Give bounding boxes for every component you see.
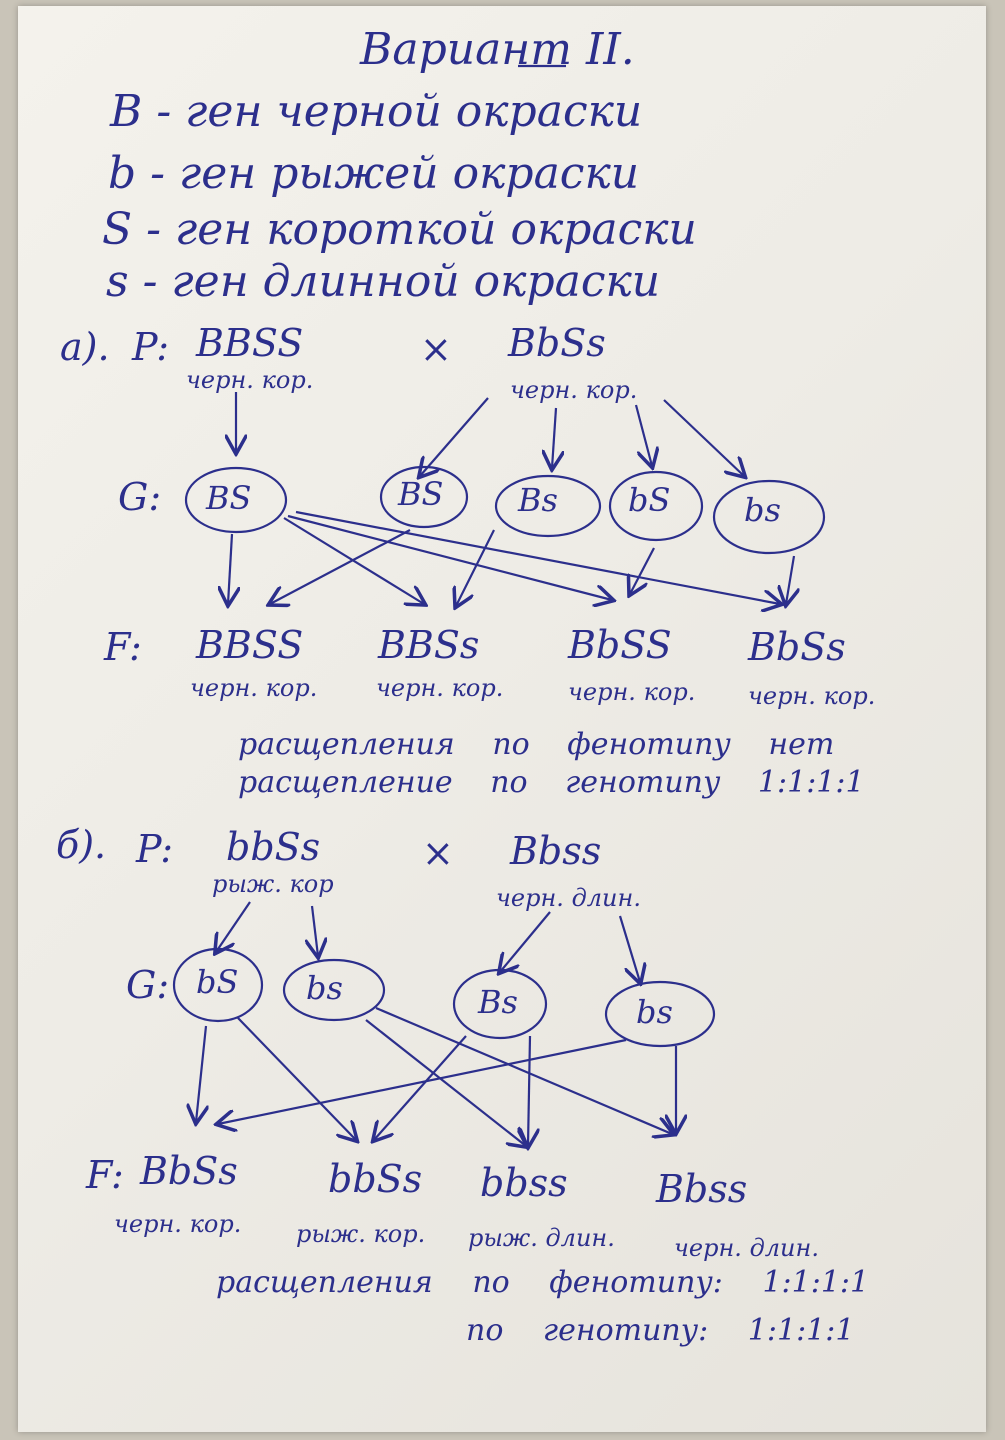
part-a-cross-sign: × [420,327,452,371]
part-b-offspring-1-phenotype: черн. кор. [114,1210,242,1238]
legend-line-3: S - ген короткой окраски [102,204,697,255]
part-a-gamete-p2-2: Bs [518,481,558,519]
legend-line-1: B - ген черной окраски [110,86,643,137]
part-b-gamete-p2-1: Bs [478,983,518,1021]
part-b-parent2-genotype: Bbss [510,829,602,873]
part-b-offspring-4-phenotype: черн. длин. [674,1234,819,1262]
part-a-note-genotype: расщепление по генотипу 1:1:1:1 [238,765,865,800]
part-a-parent1-genotype: BBSS [196,321,304,365]
part-a-p-label: P: [132,325,170,369]
part-a-offspring-1-phenotype: черн. кор. [190,674,318,702]
page-title: Вариант II. [360,24,635,75]
part-b-parent1-phenotype: рыж. кор [212,870,334,898]
part-a-parent2-genotype: BbSs [508,321,606,365]
paper-sheet [18,6,986,1432]
part-b-parent2-phenotype: черн. длин. [496,884,641,912]
part-b-gamete-oval-p2-2 [604,980,716,1048]
part-a-parent1-phenotype: черн. кор. [186,366,314,394]
part-b-f-label: F: [86,1153,124,1197]
part-a-offspring-2-phenotype: черн. кор. [376,674,504,702]
part-a-gamete-oval-p2-1 [379,465,469,529]
part-a-parent2-phenotype: черн. кор. [510,376,638,404]
part-a-marker: а). [60,325,110,369]
part-a-offspring-1-genotype: BBSS [196,623,304,667]
part-b-offspring-2-genotype: bbSs [328,1157,423,1201]
legend-line-2: b - ген рыжей окраски [108,148,640,199]
part-a-gamete-p2-4: bs [744,491,781,529]
part-a-offspring-4-genotype: BbSs [748,625,846,669]
part-a-gamete-oval-p2-2 [494,474,602,538]
part-a-gamete-p2-3: bS [628,481,671,519]
part-b-offspring-4-genotype: Bbss [656,1167,748,1211]
part-b-gamete-p1-1: bS [196,963,239,1001]
part-b-p-label: P: [136,827,174,871]
part-b-offspring-1-genotype: BbSs [140,1149,238,1193]
part-a-gamete-oval-p2-3 [608,470,704,542]
part-a-offspring-2-genotype: BBSs [378,623,480,667]
part-a-f-label: F: [104,625,142,669]
part-a-offspring-4-phenotype: черн. кор. [748,682,876,710]
part-a-gamete-p1: BS [206,479,252,517]
part-b-marker: б). [56,823,107,867]
part-b-gamete-p1-2: bs [306,969,343,1007]
part-b-parent1-genotype: bbSs [226,825,321,869]
part-a-gamete-oval-p1 [184,466,288,534]
part-b-g-label: G: [126,963,170,1007]
part-a-offspring-3-genotype: BbSS [568,623,672,667]
part-b-offspring-2-phenotype: рыж. кор. [296,1220,426,1248]
part-a-note-phenotype: расщепления по фенотипу нет [238,727,835,762]
part-b-offspring-3-genotype: bbss [480,1161,568,1205]
legend-line-4: s - ген длинной окраски [106,256,661,307]
part-b-gamete-oval-p2-1 [452,968,548,1040]
part-b-note-phenotype: расщепления по фенотипу: 1:1:1:1 [216,1265,870,1300]
part-b-cross-sign: × [422,831,454,875]
part-a-gamete-oval-p2-4 [712,479,826,555]
part-a-offspring-3-phenotype: черн. кор. [568,678,696,706]
part-b-gamete-oval-p1-1 [172,947,264,1023]
part-a-g-label: G: [118,475,162,519]
part-a-gamete-p2-1: BS [398,475,444,513]
part-b-gamete-oval-p1-2 [282,958,386,1022]
part-b-gamete-p2-2: bs [636,993,673,1031]
part-b-note-genotype: по генотипу: 1:1:1:1 [466,1313,855,1348]
part-b-offspring-3-phenotype: рыж. длин. [468,1224,615,1252]
